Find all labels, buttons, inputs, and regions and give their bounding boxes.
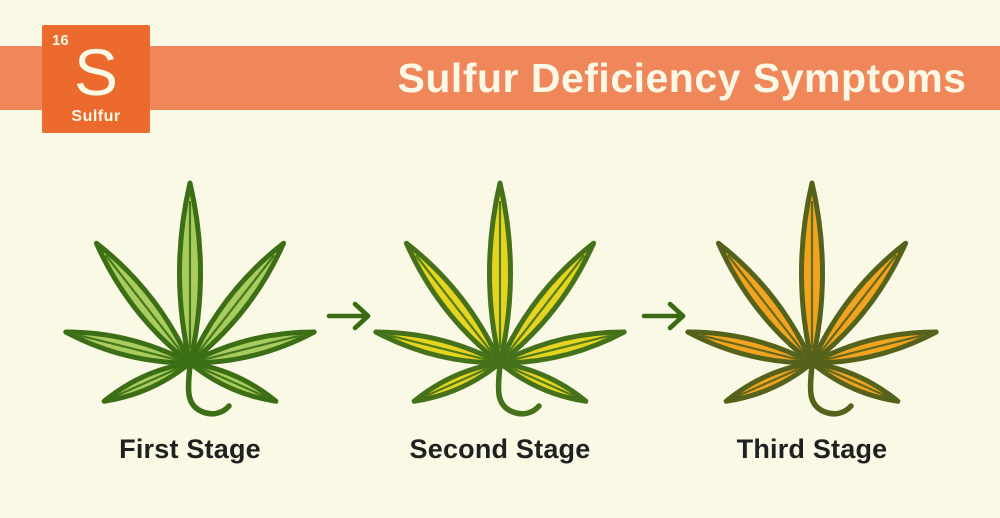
arrow-right-icon bbox=[326, 301, 371, 331]
periodic-element-tile: 16 S Sulfur bbox=[42, 25, 150, 133]
leaf-second-stage-icon bbox=[373, 180, 627, 417]
element-atomic-number: 16 bbox=[52, 32, 69, 49]
leaf-third-stage-icon bbox=[685, 180, 939, 417]
leaf-first-stage-icon bbox=[63, 180, 317, 417]
stage-label-second: Second Stage bbox=[409, 434, 591, 464]
stage-third: Third Stage bbox=[682, 160, 942, 465]
title-banner bbox=[0, 46, 1000, 110]
stage-label-first: First Stage bbox=[119, 434, 261, 464]
page-title: Sulfur Deficiency Symptoms bbox=[397, 54, 967, 101]
element-symbol: S bbox=[73, 35, 119, 109]
stage-second: Second Stage bbox=[370, 160, 630, 465]
arrow-right-icon bbox=[641, 301, 686, 331]
element-name: Sulfur bbox=[71, 108, 121, 125]
stage-first: First Stage bbox=[60, 160, 320, 465]
stage-label-third: Third Stage bbox=[736, 434, 888, 464]
